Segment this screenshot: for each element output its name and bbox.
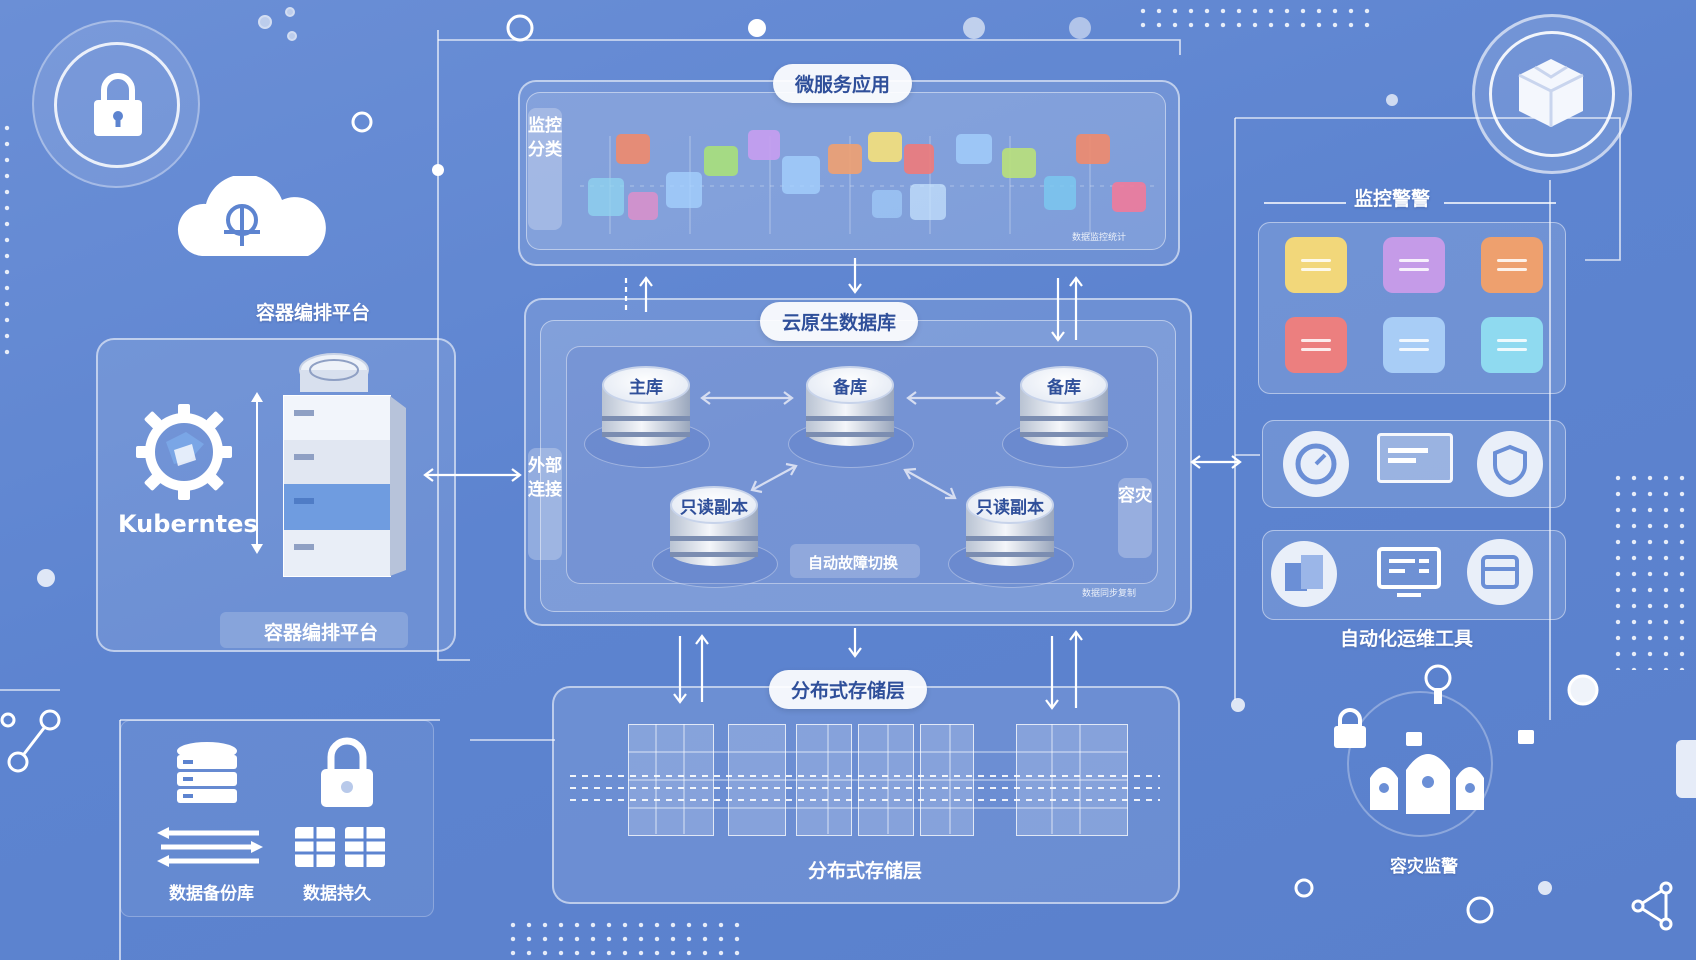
- monitor-icon: [1377, 433, 1453, 483]
- cube-badge: [1472, 14, 1632, 174]
- db-replica-left: 只读副本: [652, 484, 778, 588]
- sync-arrows-icon: [157, 827, 263, 867]
- dot-grid-bottom: [505, 918, 745, 958]
- container-footer-label: 容器编排平台: [264, 622, 379, 644]
- disaster-cluster: [1334, 664, 1534, 837]
- dot-grid-top: [1135, 4, 1375, 28]
- tile-7: [782, 156, 820, 194]
- files-icon: [1271, 541, 1337, 607]
- kubernetes-label: Kuberntes: [118, 510, 258, 538]
- db-primary-label: 主库: [629, 378, 663, 398]
- gauge-icon: [1283, 431, 1349, 497]
- db-standby-label: 备库: [1047, 378, 1081, 398]
- storage-box-icon: [1467, 539, 1533, 605]
- db-replica-right: 只读副本: [948, 484, 1074, 588]
- database-icon: [177, 742, 237, 803]
- disaster-label: 容灾监警: [1390, 857, 1458, 877]
- db-replica-left-label: 只读副本: [680, 498, 748, 518]
- ops-row-1: [1262, 420, 1566, 508]
- height-arrow: [251, 392, 263, 554]
- storage-grid-lines: [628, 724, 1128, 834]
- db-primary: 主库: [584, 364, 710, 468]
- failover-badge: [790, 544, 920, 578]
- storage-blocks-icon: [295, 827, 385, 867]
- dot-grid-right: [1610, 470, 1690, 670]
- tile-12: [910, 184, 946, 220]
- ops-title: 自动化运维工具: [1340, 628, 1474, 650]
- storage-panel: 分布式存储层: [552, 686, 1180, 904]
- tile-4: [666, 172, 702, 208]
- terminal-icon: [1377, 547, 1441, 597]
- tile-15: [1044, 176, 1076, 210]
- tile-5: [704, 146, 738, 176]
- lock-badge: [32, 20, 200, 188]
- shield-icon: [1477, 431, 1543, 497]
- storage-title: 分布式存储层: [769, 670, 928, 709]
- microservice-side-tab: 监控分类: [528, 108, 562, 230]
- lock-icon: [94, 73, 142, 136]
- microservice-footer-note: 数据监控统计: [1072, 233, 1127, 243]
- backup-panel: 数据备份库 数据持久: [120, 720, 434, 917]
- alert-tile-orange: [1481, 237, 1543, 293]
- database-panel: 外部连接 容灾 主库 备库 备库 只读副本 只读副本 自动故障切换 数据同步复制: [524, 298, 1192, 626]
- tile-3: [628, 192, 658, 220]
- cloud-icon: [178, 176, 326, 256]
- backup-label-right: 数据持久: [303, 884, 371, 904]
- container-footer-tab: [220, 612, 408, 648]
- padlock-icon: [321, 737, 373, 807]
- tile-16: [1076, 134, 1110, 164]
- tile-9: [868, 132, 902, 162]
- database-footer-note: 数据同步复制: [1082, 589, 1137, 599]
- tile-2: [588, 178, 624, 216]
- alert-tile-cyan: [1481, 317, 1543, 373]
- ops-row-2: [1262, 530, 1566, 620]
- monitoring-title: 监控警警: [1354, 188, 1431, 210]
- alert-tile-red: [1285, 317, 1347, 373]
- tile-8: [828, 144, 862, 174]
- database-side-left: 外部连接: [528, 448, 562, 560]
- alert-tile-lightblue: [1383, 317, 1445, 373]
- failover-label: 自动故障切换: [808, 554, 899, 572]
- db-standby: 备库: [1002, 364, 1128, 468]
- alert-tile-yellow: [1285, 237, 1347, 293]
- backup-label-left: 数据备份库: [169, 884, 254, 904]
- share-icon: [1631, 881, 1673, 931]
- server-icon: [283, 353, 406, 577]
- db-replica-right-label: 只读副本: [976, 498, 1044, 518]
- monitoring-panel: [1258, 222, 1566, 394]
- tile-6: [748, 130, 780, 160]
- container-platform-panel: Kuberntes 容器编排平台: [96, 338, 456, 652]
- edge-server: [1676, 740, 1696, 798]
- storage-footer: 分布式存储层: [808, 860, 923, 882]
- dot-grid-left: [0, 120, 14, 360]
- microservice-panel: 监控分类 数据监控统计: [518, 80, 1180, 266]
- alert-tile-purple: [1383, 237, 1445, 293]
- storage-dashes: [570, 775, 1160, 801]
- tile-10: [904, 144, 934, 174]
- db-middle-label: 备库: [833, 378, 867, 398]
- tile-11: [872, 190, 902, 218]
- microservice-title: 微服务应用: [773, 64, 913, 103]
- database-side-right: 容灾: [1118, 478, 1152, 558]
- tile-17: [1112, 182, 1146, 212]
- tile-1: [616, 134, 650, 164]
- container-platform-title: 容器编排平台: [256, 302, 371, 324]
- cube-icon: [1518, 59, 1584, 127]
- database-title: 云原生数据库: [760, 302, 919, 341]
- tile-14: [1002, 148, 1036, 178]
- kubernetes-icon: [136, 404, 232, 500]
- tile-13: [956, 134, 992, 164]
- db-middle: 备库: [788, 364, 914, 468]
